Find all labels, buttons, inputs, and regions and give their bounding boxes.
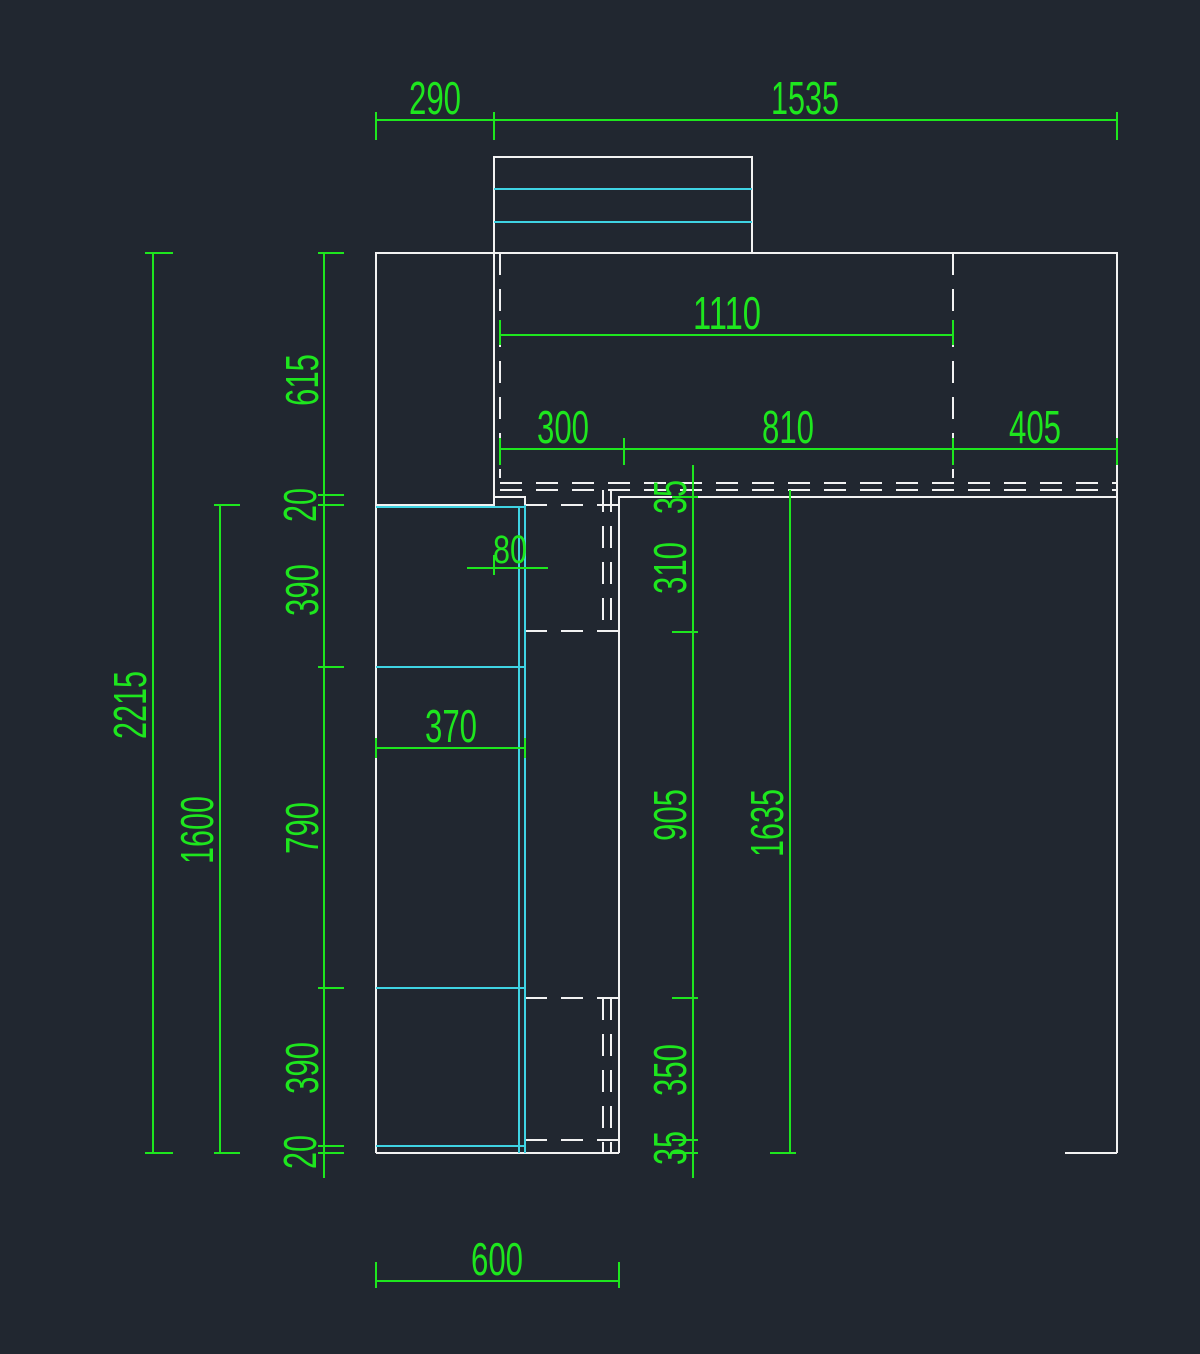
dim-905: 905 [644, 789, 696, 841]
dim-310: 310 [644, 542, 696, 594]
shelves [376, 505, 526, 1153]
cabinet-outline [375, 156, 1118, 1154]
dim-1110: 1110 [693, 287, 761, 339]
dim-20-bottom: 20 [274, 1135, 326, 1169]
dim-600: 600 [471, 1233, 523, 1285]
horizontal-dimensions: 290 1535 1110 300 810 405 80 370 600 [375, 72, 1118, 1288]
dim-1635: 1635 [741, 789, 793, 857]
dim-615: 615 [276, 354, 328, 406]
dim-1600: 1600 [171, 796, 223, 864]
dim-290: 290 [409, 72, 461, 124]
dim-80: 80 [493, 528, 527, 572]
dim-390-upper: 390 [276, 564, 328, 616]
dim-35-top: 35 [644, 480, 696, 514]
dim-405: 405 [1009, 401, 1061, 453]
dim-1535: 1535 [771, 72, 839, 124]
dim-20-top: 20 [274, 488, 326, 522]
dim-300: 300 [537, 401, 589, 453]
dim-2215: 2215 [104, 671, 156, 739]
hidden-lines [499, 253, 1117, 1153]
dim-390-lower: 390 [276, 1042, 328, 1094]
vertical-dimensions: 2215 1600 615 20 390 790 390 20 35 310 9… [104, 252, 796, 1178]
dim-790: 790 [276, 802, 328, 854]
dim-810: 810 [762, 401, 814, 453]
dim-350: 350 [644, 1044, 696, 1096]
dim-35-bottom: 35 [644, 1131, 696, 1165]
dim-370: 370 [425, 700, 477, 752]
